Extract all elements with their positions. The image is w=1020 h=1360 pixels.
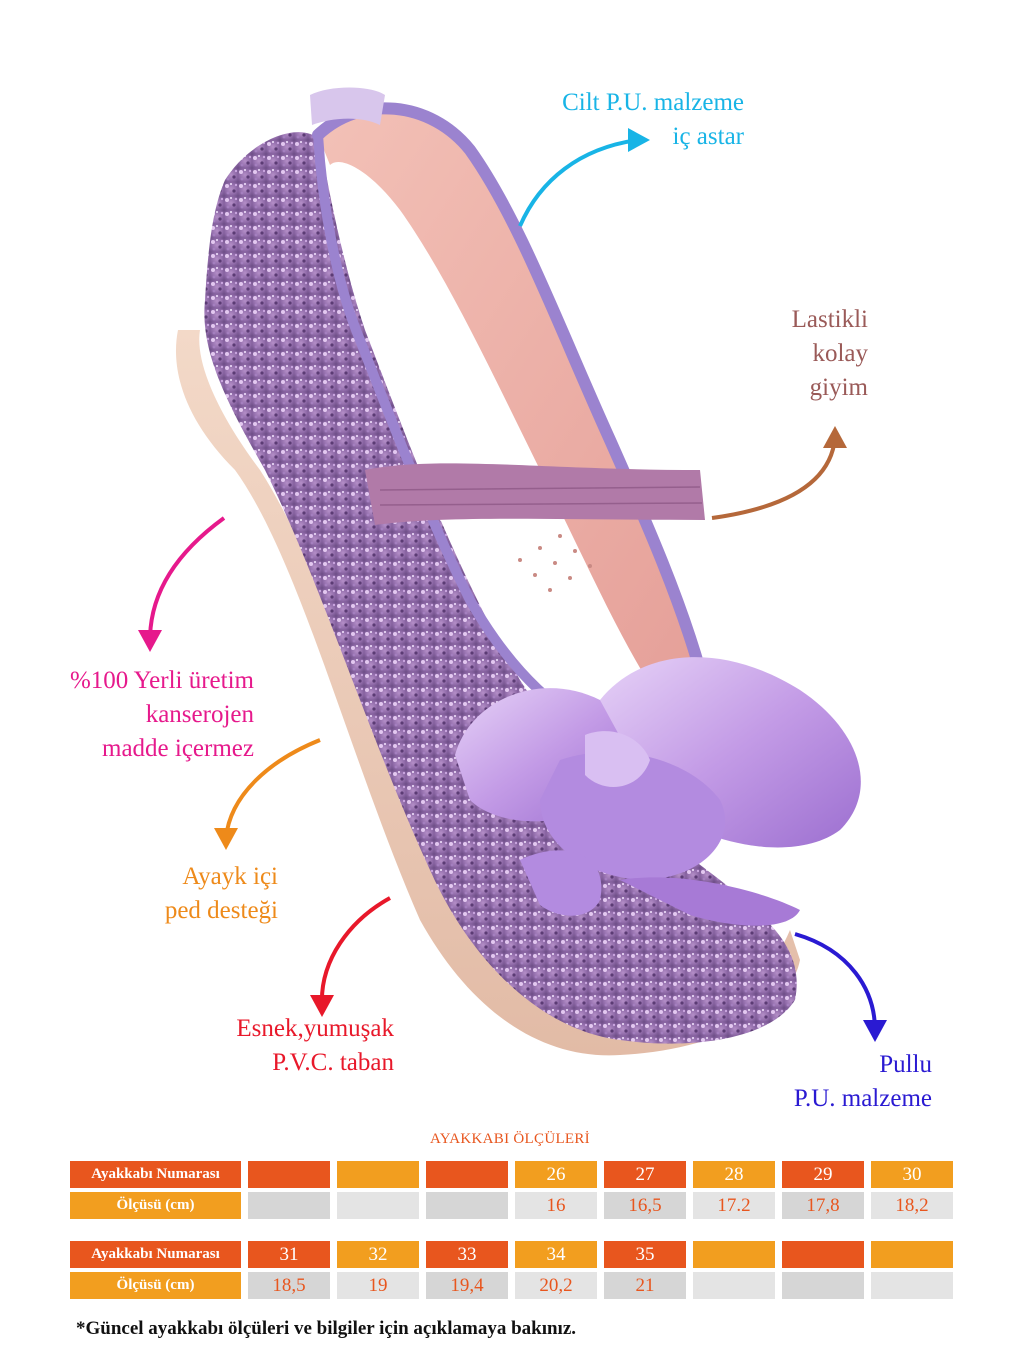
size-cell: 35: [604, 1241, 686, 1268]
size-table-block-1: Ayakkabı Numarası 26 27 28 29 30 Ölçüsü …: [70, 1161, 953, 1219]
length-cell: 21: [604, 1272, 686, 1299]
length-cell: 16,5: [604, 1192, 686, 1219]
length-cell: [426, 1192, 508, 1219]
row-label-size: Ayakkabı Numarası: [70, 1161, 241, 1188]
callout-local: %100 Yerli üretim kanserojen madde içerm…: [70, 664, 254, 766]
size-cell: [871, 1241, 953, 1268]
arrow-elastic: [711, 437, 837, 520]
size-cell: 33: [426, 1241, 508, 1268]
row-label-length: Ölçüsü (cm): [70, 1192, 241, 1219]
size-cell: [248, 1161, 330, 1188]
size-cell: 34: [515, 1241, 597, 1268]
length-cell: 20,2: [515, 1272, 597, 1299]
row-label-length: Ölçüsü (cm): [70, 1272, 241, 1299]
callout-local-line-2: kanserojen: [145, 701, 254, 728]
arrow-lining: [518, 138, 639, 227]
satin-bow: [455, 657, 861, 926]
size-cell: 26: [515, 1161, 597, 1188]
callout-elastic: Lastikli kolay giyim: [792, 303, 868, 405]
footnote: *Güncel ayakkabı ölçüleri ve bilgiler iç…: [76, 1318, 577, 1339]
size-table-title: AYAKKABI ÖLÇÜLERİ: [430, 1131, 590, 1147]
callout-elastic-line-2: kolay: [812, 340, 868, 367]
shoe-upper-glitter: [204, 132, 797, 1044]
arrow-insole: [224, 738, 321, 839]
size-cell: 28: [693, 1161, 775, 1188]
length-cell: 18,2: [871, 1192, 953, 1219]
insole-perforations: [518, 534, 592, 592]
callout-sole-line-2: P.V.C. taban: [272, 1049, 394, 1076]
size-cell: 29: [782, 1161, 864, 1188]
shoe: [175, 87, 861, 1056]
callout-arrows: [138, 128, 887, 1042]
shoe-lining: [318, 108, 701, 709]
callout-sequin-line-1: Pullu: [879, 1051, 932, 1078]
product-illustration: [138, 87, 887, 1056]
length-cell: [871, 1272, 953, 1299]
callout-sole: Esnek,yumuşak P.V.C. taban: [236, 1012, 394, 1080]
arrow-sequin: [794, 932, 877, 1031]
size-cell: 27: [604, 1161, 686, 1188]
length-cell: 19,4: [426, 1272, 508, 1299]
callout-insole: Ayayk içi ped desteği: [165, 860, 278, 928]
callout-sole-line-1: Esnek,yumuşak: [236, 1015, 394, 1042]
callout-local-line-3: madde içermez: [102, 735, 254, 762]
size-cell: [426, 1161, 508, 1188]
callout-local-line-1: %100 Yerli üretim: [69, 667, 254, 694]
callout-lining: Cilt P.U. malzeme iç astar: [562, 86, 744, 154]
callout-lining-line-1: Cilt P.U. malzeme: [562, 89, 744, 116]
size-cell: 32: [337, 1241, 419, 1268]
size-table-block-2: Ayakkabı Numarası 31 32 33 34 35 Ölçüsü …: [70, 1241, 953, 1299]
length-cell: 19: [337, 1272, 419, 1299]
size-cell: 30: [871, 1161, 953, 1188]
callout-insole-line-1: Ayayk içi: [182, 863, 278, 890]
callout-lining-line-2: iç astar: [672, 123, 744, 150]
length-cell: 18,5: [248, 1272, 330, 1299]
size-cell: [693, 1241, 775, 1268]
callout-elastic-line-1: Lastikli: [791, 306, 868, 333]
callout-insole-line-2: ped desteği: [164, 897, 278, 924]
callout-elastic-line-3: giyim: [809, 374, 868, 401]
length-cell: [782, 1272, 864, 1299]
length-cell: 17.2: [693, 1192, 775, 1219]
size-cell: [782, 1241, 864, 1268]
length-cell: [337, 1192, 419, 1219]
size-cell: [337, 1161, 419, 1188]
callout-sequin-line-2: P.U. malzeme: [793, 1085, 932, 1112]
arrow-sole: [319, 896, 391, 1006]
callout-sequin: Pullu P.U. malzeme: [794, 1048, 932, 1116]
size-cell: 31: [248, 1241, 330, 1268]
length-cell: [248, 1192, 330, 1219]
length-cell: 17,8: [782, 1192, 864, 1219]
row-label-size: Ayakkabı Numarası: [70, 1241, 241, 1268]
elastic-strap: [365, 463, 705, 525]
shoe-trim: [312, 102, 706, 676]
length-cell: 16: [515, 1192, 597, 1219]
length-cell: [693, 1272, 775, 1299]
arrow-local: [148, 516, 226, 641]
